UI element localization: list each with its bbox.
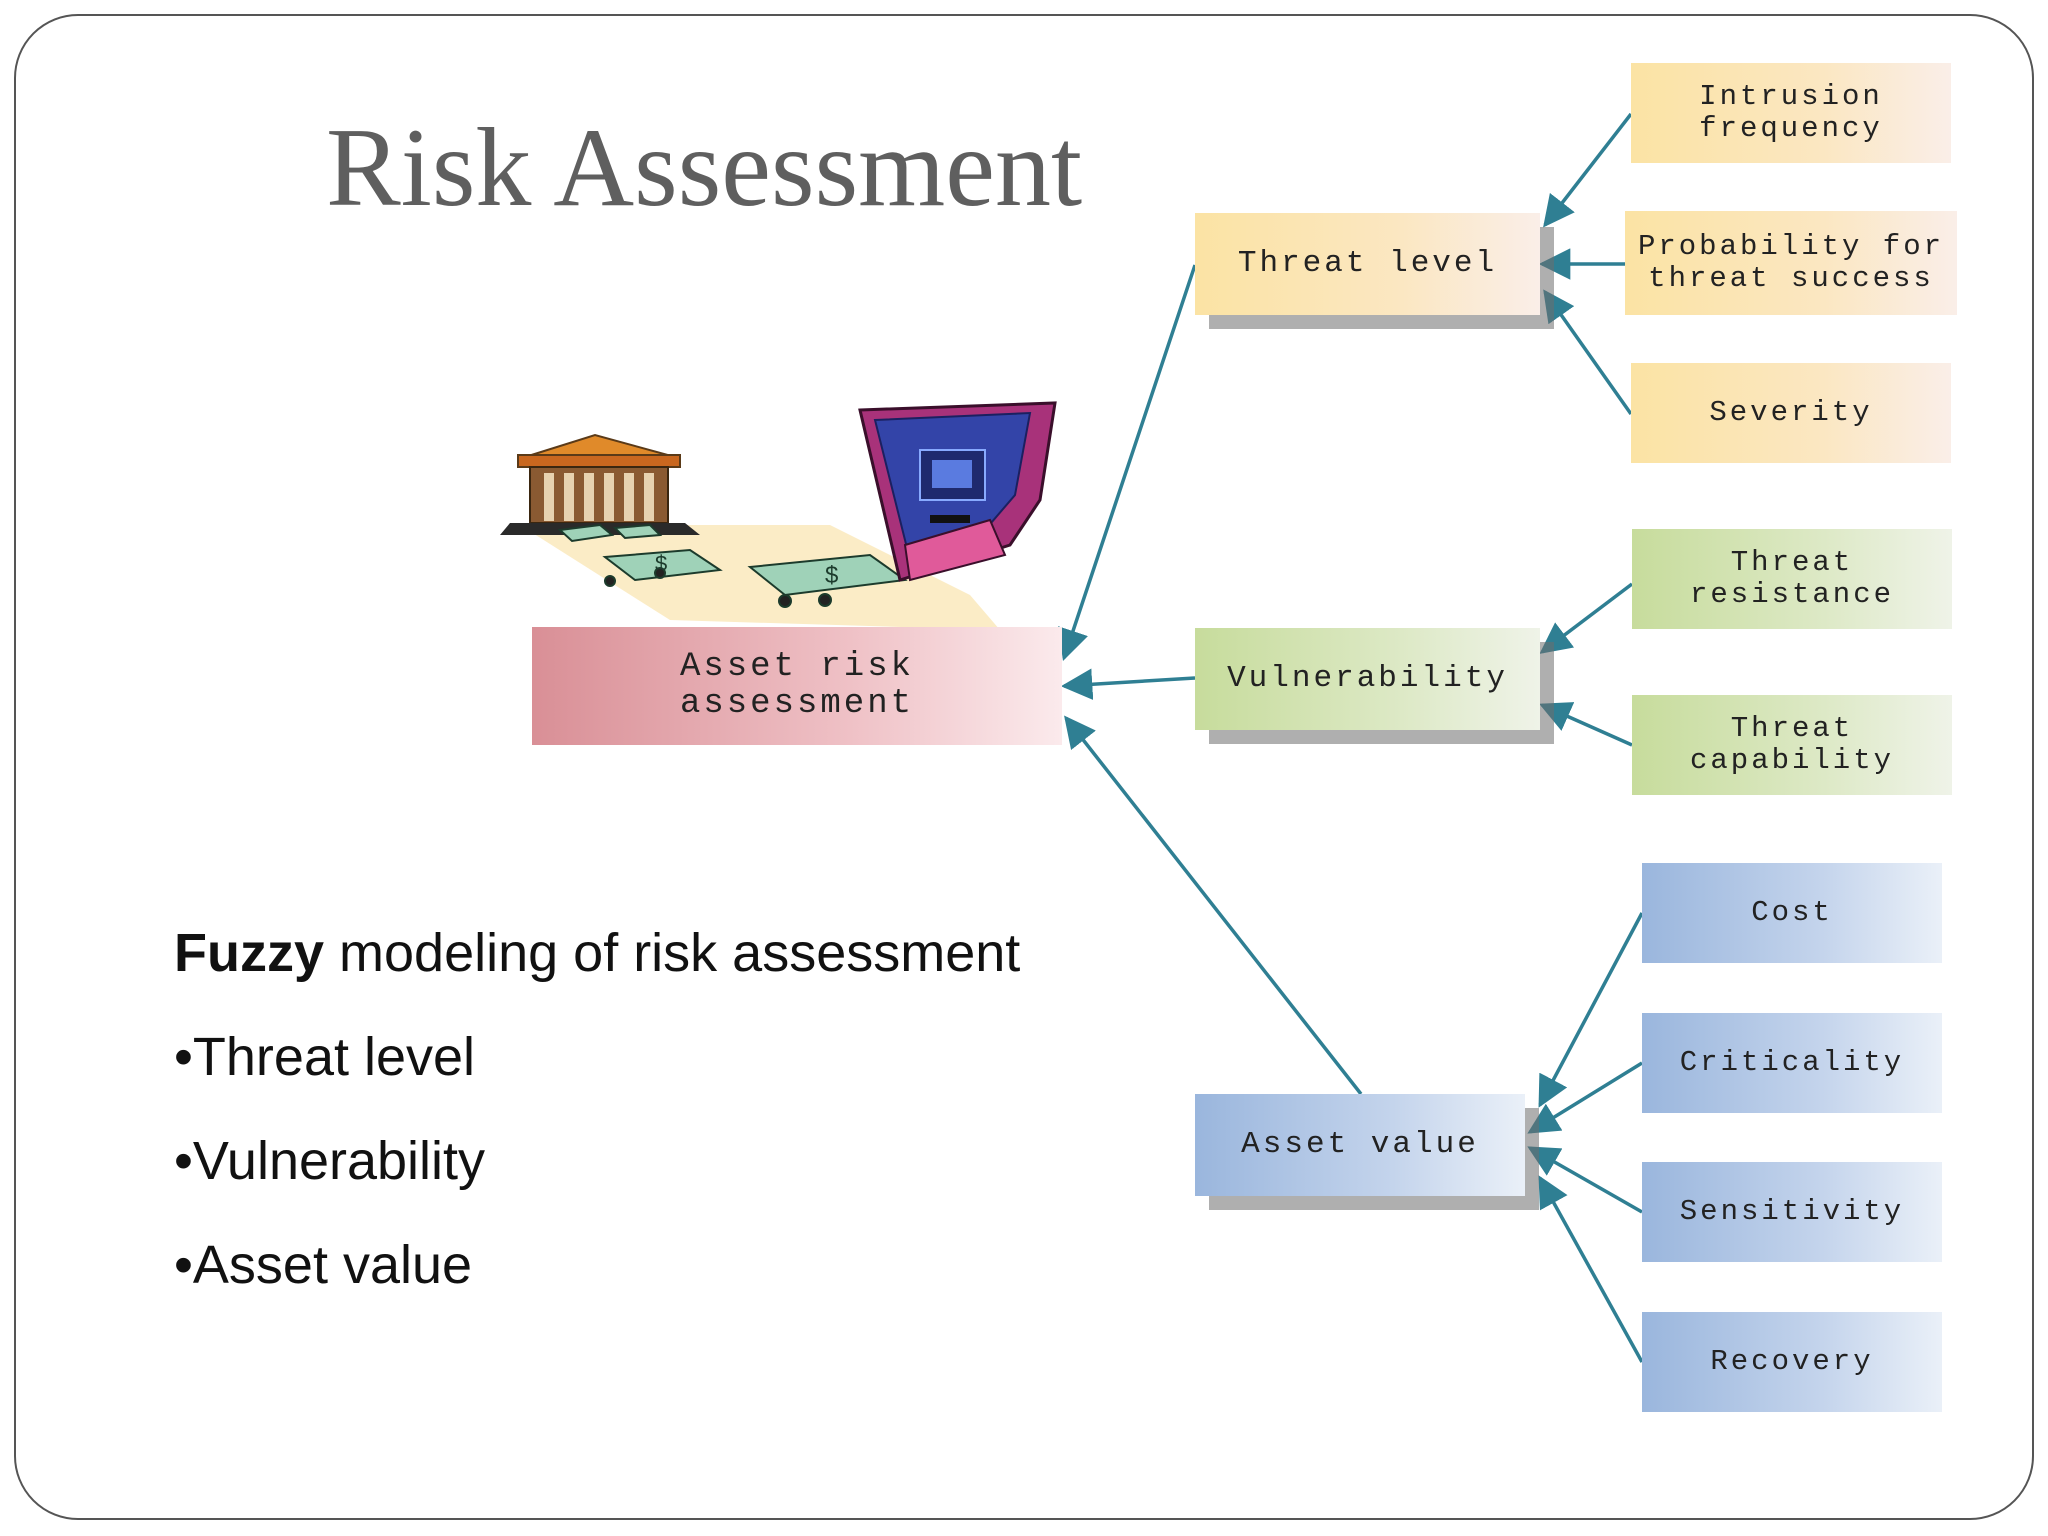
bank-atm-illustration: $ $ bbox=[500, 401, 1057, 630]
severity-box: Severity bbox=[1631, 363, 1951, 463]
money-icon: $ $ bbox=[557, 523, 908, 608]
bullet-intro: Fuzzy modeling of risk assessment bbox=[174, 918, 1020, 1022]
recovery-box: Recovery bbox=[1642, 1312, 1942, 1412]
bullet-intro-bold: Fuzzy bbox=[174, 923, 325, 983]
arrow-asset-to-root bbox=[1064, 715, 1363, 1096]
asset-value-box: Asset value bbox=[1195, 1094, 1525, 1196]
vulnerability-box: Vulnerability bbox=[1195, 628, 1540, 730]
arrow-sensitivity-to-asset bbox=[1527, 1146, 1643, 1214]
bank-icon bbox=[500, 433, 700, 535]
bullet-intro-rest: modeling of risk assessment bbox=[324, 923, 1021, 983]
bullet-item-threat-level: •Threat level bbox=[174, 1027, 476, 1087]
bullet-item-vulnerability: •Vulnerability bbox=[174, 1131, 486, 1191]
threat-capability-box: Threat capability bbox=[1632, 695, 1952, 795]
arrow-cost-to-asset bbox=[1538, 912, 1644, 1108]
asset-risk-assessment-box: Asset risk assessment bbox=[532, 627, 1062, 745]
threat-level-box: Threat level bbox=[1195, 213, 1540, 315]
arrow-criticality-to-asset bbox=[1527, 1061, 1643, 1134]
intrusion-frequency-box: Intrusion frequency bbox=[1631, 63, 1951, 163]
slide-title: Risk Assessment bbox=[326, 106, 1083, 230]
arrow-vuln-to-root bbox=[1060, 668, 1196, 700]
arrow-recovery-to-asset bbox=[1538, 1175, 1644, 1363]
probability-threat-success-box: Probability for threat success bbox=[1625, 211, 1957, 315]
arrow-resistance-to-vuln bbox=[1539, 582, 1634, 654]
arrow-severity-to-threat bbox=[1543, 289, 1633, 416]
bullet-item-asset-value: •Asset value bbox=[174, 1235, 473, 1295]
cost-box: Cost bbox=[1642, 863, 1942, 963]
arrow-threat-to-root bbox=[1058, 264, 1197, 661]
arrow-capability-to-vuln bbox=[1539, 702, 1633, 747]
bullet-list: Fuzzy modeling of risk assessment •Threa… bbox=[174, 918, 1020, 1334]
arrow-intrusion-to-threat bbox=[1543, 112, 1633, 228]
sensitivity-box: Sensitivity bbox=[1642, 1162, 1942, 1262]
threat-resistance-box: Threat resistance bbox=[1632, 529, 1952, 629]
atm-icon bbox=[858, 401, 1057, 582]
svg-text:$: $ bbox=[825, 562, 838, 589]
criticality-box: Criticality bbox=[1642, 1013, 1942, 1113]
